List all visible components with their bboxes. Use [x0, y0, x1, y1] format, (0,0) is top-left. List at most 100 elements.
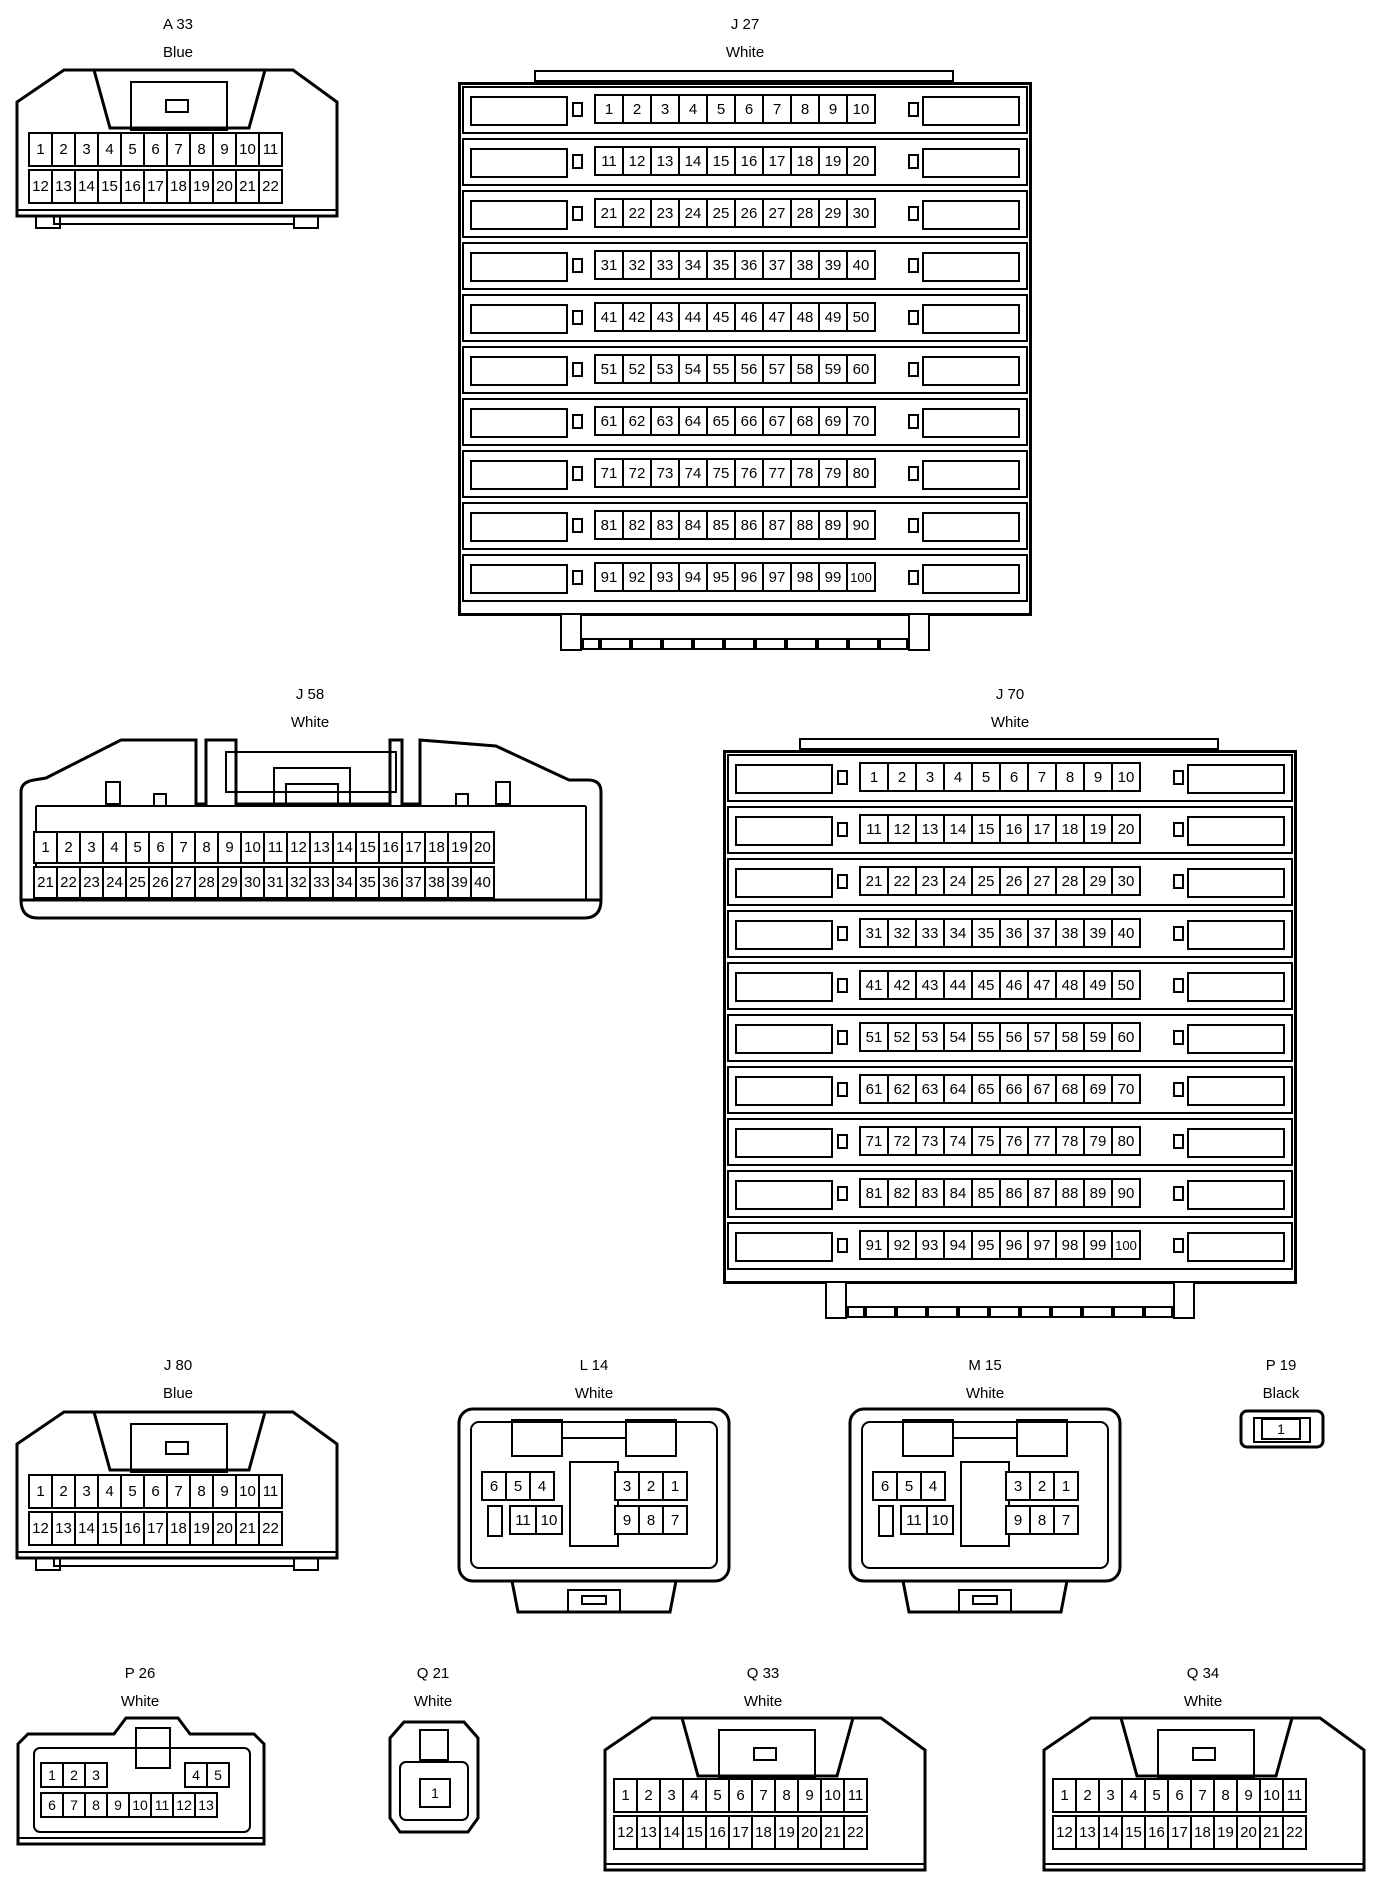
pin-cell: 40	[470, 866, 495, 899]
pin-cell: 12	[1052, 1815, 1077, 1850]
pin-cell: 2	[1075, 1778, 1100, 1813]
pin-cell: 76	[999, 1126, 1029, 1156]
pin-cell: 20	[1236, 1815, 1261, 1850]
pin-cell: 4	[97, 1474, 122, 1509]
latch-slot-left	[735, 972, 833, 1002]
pin-cell: 10	[535, 1505, 563, 1535]
connector-code-q34: Q 34	[1186, 1665, 1220, 1682]
pin-cell: 16	[378, 831, 403, 864]
pin-cell: 18	[424, 831, 449, 864]
pin-cell: 22	[843, 1815, 868, 1850]
latch-slot-left	[735, 816, 833, 846]
connector-code-j58: J 58	[295, 686, 325, 703]
pin-cell: 3	[84, 1762, 108, 1788]
pin-cell: 100	[846, 562, 876, 592]
foot-right	[1173, 1281, 1195, 1319]
lock-square	[572, 154, 583, 169]
pin-cell: 19	[1213, 1815, 1238, 1850]
pin-cell: 3	[74, 132, 99, 167]
pin-cell: 32	[286, 866, 311, 899]
lock-square	[572, 414, 583, 429]
pin-cell: 74	[678, 458, 708, 488]
latch-slot-left	[470, 356, 568, 386]
pin-cell: 26	[734, 198, 764, 228]
pin-cell: 18	[166, 1511, 191, 1546]
pin-cell: 91	[859, 1230, 889, 1260]
pin-cell: 19	[818, 146, 848, 176]
pin-cell: 11	[150, 1792, 174, 1818]
pin-cell: 4	[102, 831, 127, 864]
pin-cell: 61	[594, 406, 624, 436]
pin-cell: 1	[33, 831, 58, 864]
pin-cell: 16	[120, 169, 145, 204]
pin-cell: 97	[1027, 1230, 1057, 1260]
latch-slot-left	[735, 1232, 833, 1262]
pin-cell: 75	[706, 458, 736, 488]
pin-cell: 33	[650, 250, 680, 280]
lock-square	[908, 570, 919, 585]
lock-square	[572, 206, 583, 221]
pin-cell: 11	[843, 1778, 868, 1813]
foot-tooth	[1018, 1306, 1022, 1318]
pin-cell: 5	[896, 1471, 922, 1501]
pin-cell: 6	[872, 1471, 898, 1501]
lock-square	[1173, 770, 1184, 785]
connector-top-tab	[799, 738, 1219, 750]
foot-tooth	[1049, 1306, 1053, 1318]
pin-cell: 8	[1055, 762, 1085, 792]
connector-code-a33: A 33	[162, 16, 194, 33]
latch-slot-right	[922, 304, 1020, 334]
lock-square	[908, 518, 919, 533]
pin-cell: 12	[613, 1815, 638, 1850]
pin-cell: 42	[622, 302, 652, 332]
pin-cell: 72	[887, 1126, 917, 1156]
pin-cell: 35	[971, 918, 1001, 948]
lock-square	[572, 310, 583, 325]
lock-square	[837, 770, 848, 785]
foot-tooth	[1080, 1306, 1084, 1318]
pin-cell: 1	[419, 1778, 451, 1808]
connector-color-q33: White	[743, 1693, 783, 1710]
pin-cell: 16	[1144, 1815, 1169, 1850]
pin-cell: 28	[790, 198, 820, 228]
pin-cell: 19	[189, 1511, 214, 1546]
pin-cell: 14	[943, 814, 973, 844]
latch-slot-right	[922, 252, 1020, 282]
connector-j80-outline	[15, 1410, 339, 1571]
foot-tooth	[784, 638, 788, 650]
pin-cell: 24	[102, 866, 127, 899]
pin-cell: 40	[1111, 918, 1141, 948]
pin-cell: 1	[28, 1474, 53, 1509]
connector-top-tab	[534, 70, 954, 82]
pin-cell: 1	[28, 132, 53, 167]
latch-slot-right	[922, 408, 1020, 438]
lock-square	[1173, 874, 1184, 889]
pin-cell: 49	[1083, 970, 1113, 1000]
pin-cell: 12	[28, 1511, 53, 1546]
pin-cell: 56	[999, 1022, 1029, 1052]
foot-right	[908, 613, 930, 651]
pin-cell: 85	[706, 510, 736, 540]
pin-cell: 75	[971, 1126, 1001, 1156]
lock-square	[1173, 926, 1184, 941]
pin-cell: 45	[706, 302, 736, 332]
pin-cell: 81	[594, 510, 624, 540]
latch-slot-right	[1187, 1076, 1285, 1106]
pin-cell: 16	[999, 814, 1029, 844]
pin-cell: 73	[650, 458, 680, 488]
pin-cell: 71	[859, 1126, 889, 1156]
pin-cell: 9	[818, 94, 848, 124]
pin-cell: 5	[120, 1474, 145, 1509]
pin-cell: 15	[706, 146, 736, 176]
latch-slot-left	[470, 564, 568, 594]
connector-color-q34: White	[1183, 1693, 1223, 1710]
pin-cell: 52	[622, 354, 652, 384]
latch-slot-left	[735, 920, 833, 950]
pin-cell: 32	[622, 250, 652, 280]
pin-cell: 89	[1083, 1178, 1113, 1208]
